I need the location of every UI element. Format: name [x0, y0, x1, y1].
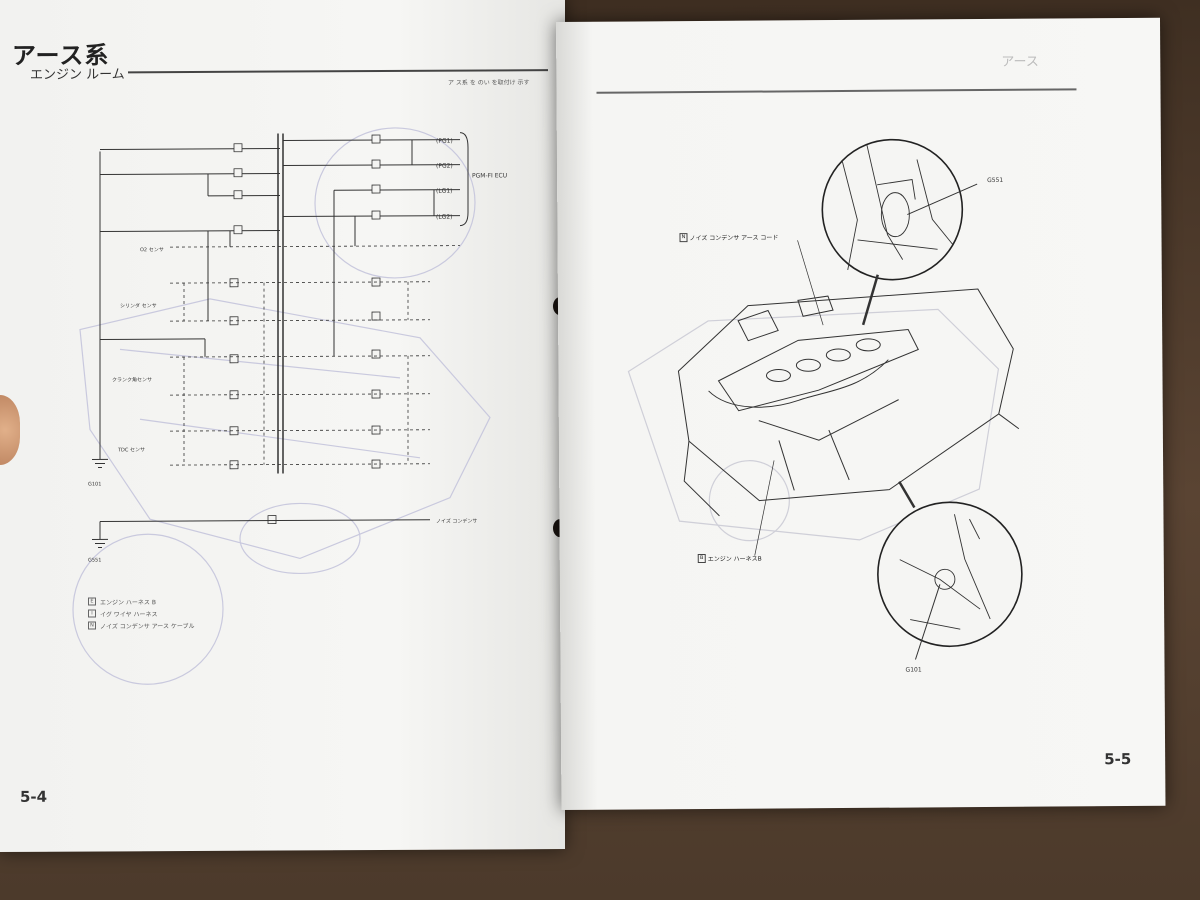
callout-key: B	[697, 553, 706, 564]
legend-row: E エンジン ハーネス B	[88, 595, 195, 608]
legend-text: エンジン ハーネス B	[100, 598, 156, 606]
terminal-pg1: (PG1)	[436, 138, 453, 145]
legend-key: I	[88, 609, 96, 618]
legend: E エンジン ハーネス B I イグ ワイヤ ハーネス N ノイズ コンデンサ アース…	[88, 595, 195, 632]
sensor-label-crank: クランク角センサ	[112, 376, 152, 383]
callout-noise-cord: N ノイズ コンデンサ アース コード	[679, 232, 779, 243]
callout-text: ノイズ コンデンサ アース コード	[689, 234, 779, 243]
engine-bay-illustration: G551 G101	[627, 138, 1023, 674]
terminal-lg1: (LG1)	[436, 188, 452, 195]
ground-label-g101: G101	[88, 481, 101, 487]
callout-key: N	[679, 233, 688, 243]
noise-capacitor-label: ノイズ コンデンサ	[436, 518, 477, 525]
ground-wiring-diagram: (PG1) (PG2) (LG1) (LG2) PGM-FI ECU O2 セン…	[72, 127, 507, 685]
page-number-left: 5-4	[20, 787, 48, 806]
legend-key: E	[88, 597, 96, 606]
right-page: アース	[556, 17, 1166, 810]
legend-text: ノイズ コンデンサ アース ケーブル	[100, 622, 195, 630]
page-number-right: 5-5	[1104, 750, 1132, 769]
ecu-label: PGM-FI ECU	[472, 172, 507, 179]
sensor-label-cylinder: シリンダ センサ	[120, 302, 157, 309]
ground-label-g551: G551	[88, 557, 101, 563]
sensor-label-o2: O2 センサ	[140, 247, 164, 253]
legend-row: I イグ ワイヤ ハーネス	[88, 607, 195, 620]
ground-label-g101: G101	[906, 666, 922, 673]
ground-label-g551: G551	[987, 177, 1003, 184]
legend-key: N	[88, 621, 96, 630]
terminal-lg2: (LG2)	[436, 214, 452, 221]
callout-text: エンジン ハーネスB	[707, 555, 762, 563]
legend-text: イグ ワイヤ ハーネス	[100, 610, 158, 618]
callout-engine-harness: B エンジン ハーネスB	[697, 553, 762, 564]
thumb	[0, 395, 20, 465]
left-page: アース系 エンジン ルーム ア ス系 を のい を取付け 示す	[0, 0, 567, 853]
legend-row: N ノイズ コンデンサ アース ケーブル	[88, 619, 195, 632]
sensor-label-tdc: TDC センサ	[117, 447, 145, 453]
terminal-pg2: (PG2)	[436, 163, 453, 170]
